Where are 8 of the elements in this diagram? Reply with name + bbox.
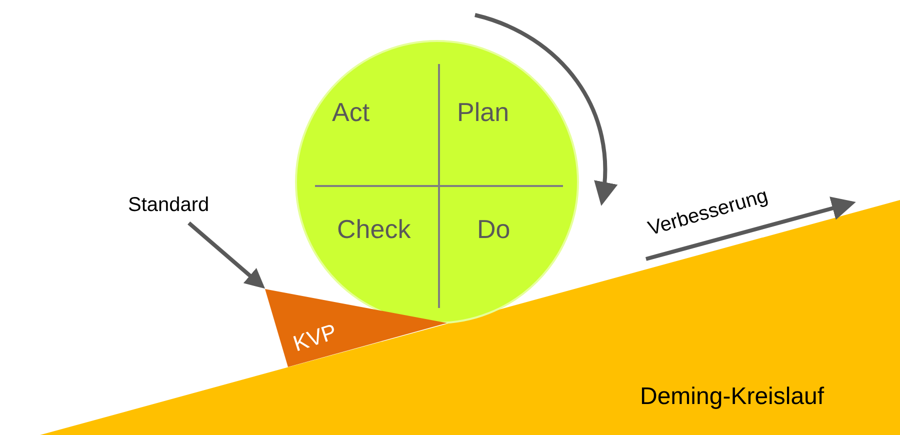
diagram-caption: Deming-Kreislauf: [640, 383, 824, 411]
quadrant-label: Act: [332, 97, 370, 128]
input-label: Standard: [128, 194, 210, 217]
quadrant-label: Plan: [457, 97, 510, 128]
quadrant-label: Do: [477, 214, 510, 245]
wedge-label: KVP: [290, 318, 340, 358]
quadrant-label: Check: [337, 214, 411, 245]
arrow: [188, 221, 266, 289]
